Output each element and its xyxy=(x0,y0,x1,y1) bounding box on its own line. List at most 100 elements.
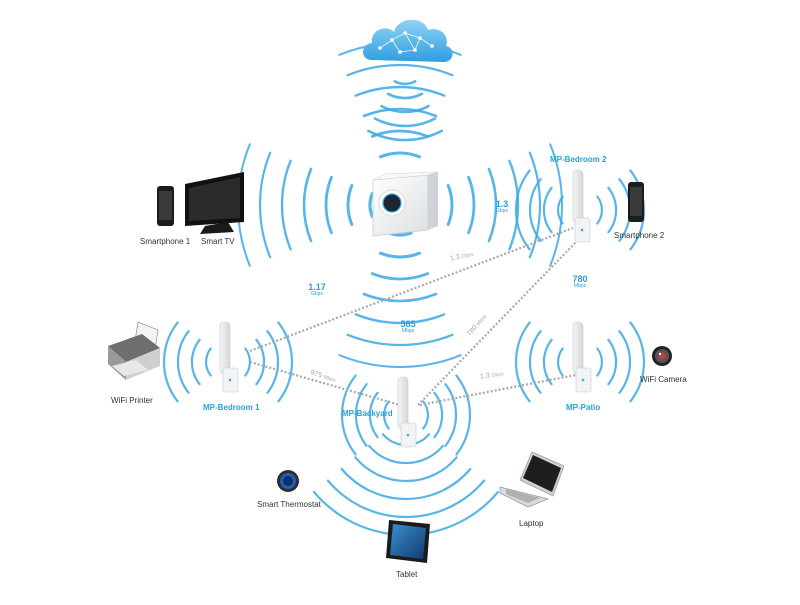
speed-value: 1.3 xyxy=(495,199,509,209)
mp-bedroom-2-signal-wave xyxy=(542,186,553,234)
cloud-icon xyxy=(363,19,453,62)
mp-bedroom-1-signal-wave xyxy=(255,338,266,386)
mp-bedroom-1-signal-wave xyxy=(244,347,252,377)
router-signal-wave xyxy=(302,167,313,243)
router-signal-wave xyxy=(354,313,446,325)
wifi-camera-label: WiFi Camera xyxy=(640,375,687,384)
smart-thermostat-label: Smart Thermostat xyxy=(257,500,321,509)
smart-thermostat-icon xyxy=(277,470,299,492)
router-signal-wave xyxy=(487,167,498,243)
cloud-signal-wave xyxy=(393,80,417,86)
mp-backyard-signal-wave xyxy=(368,444,444,465)
mp-bedroom-2-label: MP-Bedroom 2 xyxy=(550,155,607,164)
mp-patio-signal-wave xyxy=(515,321,531,403)
mp-bedroom-2-signal-wave xyxy=(556,195,564,225)
mp-backyard-signal-wave xyxy=(354,383,368,447)
router-signal-wave xyxy=(508,159,520,251)
smartphone-1-icon xyxy=(157,186,174,226)
mp-backyard-signal-wave xyxy=(422,400,430,430)
mesh-point-bedroom-2-icon xyxy=(572,169,591,243)
cloud-signal-wave xyxy=(373,117,437,128)
speed-value: 780 xyxy=(572,274,588,284)
backyard-patio-link xyxy=(419,373,577,407)
mp-patio-label: MP-Patio xyxy=(566,403,601,412)
tablet-icon xyxy=(386,520,430,563)
smartphone-1-label: Smartphone 1 xyxy=(140,237,191,246)
smart-tv-label: Smart TV xyxy=(201,237,235,246)
mp-backyard-signal-wave xyxy=(433,391,444,439)
cloud-signal-wave xyxy=(386,92,424,100)
mp-backyard-label: MP-Backyard xyxy=(342,409,393,418)
router-signal-wave xyxy=(362,107,438,118)
router-signal-wave xyxy=(346,333,454,346)
bedroom1-bedroom2-link xyxy=(249,226,574,353)
router-signal-wave xyxy=(467,175,476,235)
router-bedroom2-speed: 1.3 Gbps xyxy=(488,200,516,214)
mp-bedroom-2-signal-wave xyxy=(528,178,542,242)
wifi-printer-icon xyxy=(108,321,160,380)
mp-bedroom-2-signal-wave xyxy=(515,169,531,251)
router-signal-wave xyxy=(354,85,446,97)
mesh-point-bedroom-1-icon xyxy=(219,321,239,393)
speed-value: 1.17 xyxy=(308,282,326,292)
mp-patio-signal-wave xyxy=(556,347,564,377)
wifi-camera-icon xyxy=(652,346,672,366)
mp-bedroom-1-signal-wave xyxy=(266,330,280,394)
mp-backyard-signal-wave xyxy=(341,374,357,456)
mp-bedroom-1-signal-wave xyxy=(190,338,201,386)
bedroom2-patio-speed: 780 Mbps xyxy=(566,275,594,289)
mp-backyard-signal-wave xyxy=(354,456,458,483)
smartphone-2-icon xyxy=(628,182,644,222)
mp-patio-signal-wave xyxy=(542,338,553,386)
router-signal-wave xyxy=(528,151,541,259)
wifi-printer-label: WiFi Printer xyxy=(111,396,153,405)
mp-patio-signal-wave xyxy=(618,330,632,394)
router-signal-wave xyxy=(379,151,421,159)
mp-patio-signal-wave xyxy=(629,321,645,403)
mp-bedroom-2-signal-wave xyxy=(596,195,604,225)
speed-value: 585 xyxy=(400,319,416,329)
router-signal-wave xyxy=(362,292,438,303)
speed-unit: Gbps xyxy=(496,208,508,214)
cloud-signal-wave xyxy=(367,129,443,142)
tablet-label: Tablet xyxy=(396,570,418,579)
router-signal-wave xyxy=(346,64,454,77)
router-signal-wave xyxy=(324,175,333,235)
amplifi-router-icon xyxy=(372,171,439,237)
laptop-icon xyxy=(499,451,565,508)
mp-bedroom-1-label: MP-Bedroom 1 xyxy=(203,403,260,412)
mp-backyard-signal-wave xyxy=(340,467,472,501)
mp-bedroom-1-signal-wave xyxy=(277,321,293,403)
mesh-point-backyard-icon xyxy=(397,376,417,448)
cloud-signal-wave xyxy=(380,104,430,114)
router-signal-wave xyxy=(259,151,272,259)
mp-bedroom-1-signal-wave xyxy=(163,321,179,403)
router-bedroom1-speed: 1.17 Gbps xyxy=(303,283,331,297)
mp-bedroom-1-signal-wave xyxy=(204,347,212,377)
mp-backyard-signal-wave xyxy=(444,383,458,447)
mesh-point-patio-icon xyxy=(572,321,592,393)
mp-bedroom-1-signal-wave xyxy=(176,330,190,394)
mp-backyard-signal-wave xyxy=(382,400,390,430)
mp-patio-signal-wave xyxy=(596,347,604,377)
router-signal-wave xyxy=(338,354,462,369)
link-value: 1.3 xyxy=(479,372,491,381)
mp-bedroom-2-signal-wave xyxy=(607,186,618,234)
router-backyard-speed: 585 Mbps xyxy=(394,320,422,334)
router-signal-wave xyxy=(370,272,430,281)
router-signal-wave xyxy=(549,143,564,267)
mp-patio-signal-wave xyxy=(607,338,618,386)
router-signal-wave xyxy=(368,192,374,218)
smart-tv-icon xyxy=(185,172,244,234)
router-signal-wave xyxy=(280,159,292,251)
speed-unit: Mbps xyxy=(401,328,415,334)
speed-unit: Mbps xyxy=(573,283,587,289)
mp-patio-signal-wave xyxy=(528,330,542,394)
speed-unit: Gbps xyxy=(311,291,323,297)
mesh-links xyxy=(249,226,577,407)
backyard-bedroom2-link xyxy=(417,241,577,406)
router-signal-wave xyxy=(346,184,354,226)
smartphone-2-label: Smartphone 2 xyxy=(614,231,665,240)
